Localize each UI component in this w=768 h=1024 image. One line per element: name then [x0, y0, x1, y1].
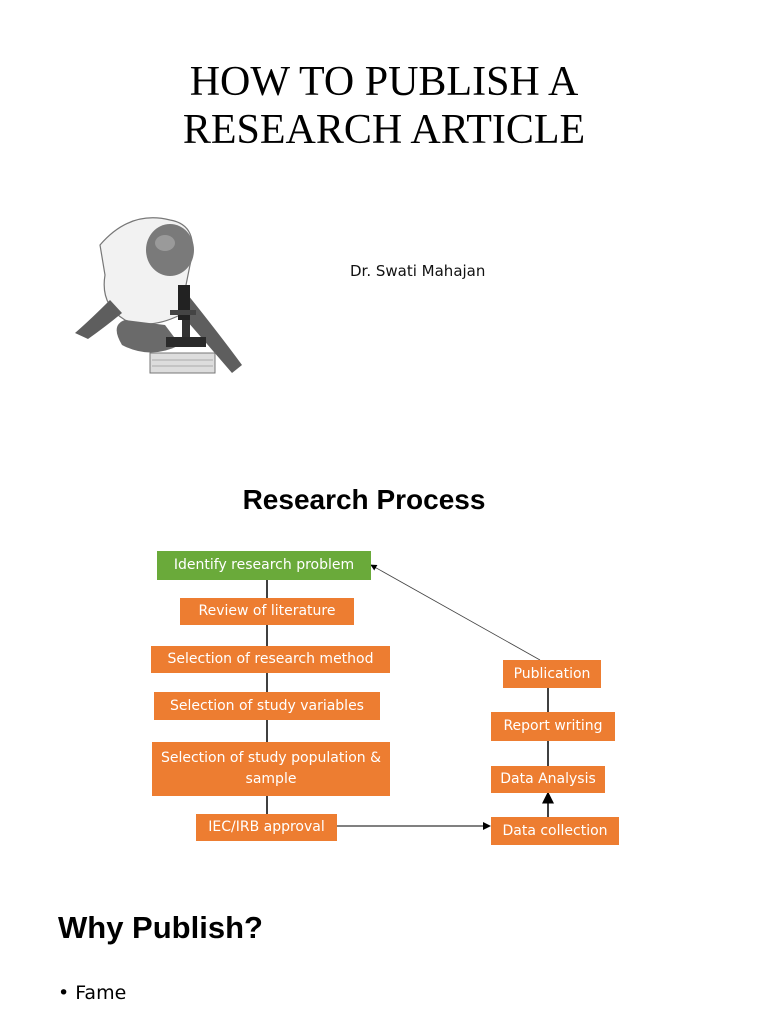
title-slide: HOW TO PUBLISH A RESEARCH ARTICLE Dr. Sw… — [0, 0, 768, 440]
step-iec-irb-approval: IEC/IRB approval — [196, 814, 337, 841]
step-data-collection: Data collection — [491, 817, 619, 845]
step-review-of-literature: Review of literature — [180, 598, 354, 625]
step-selection-research-method: Selection of research method — [151, 646, 390, 673]
slide-title: Research Process — [242, 484, 486, 515]
step-publication: Publication — [503, 660, 601, 688]
connector-publication-identify — [370, 564, 541, 661]
slide-title: HOW TO PUBLISH A RESEARCH ARTICLE — [0, 58, 768, 154]
step-data-analysis: Data Analysis — [491, 766, 605, 793]
step-identify-research-problem: Identify research problem — [157, 551, 371, 580]
scientist-microscope-illustration — [75, 217, 242, 374]
author-name: Dr. Swati Mahajan — [350, 262, 486, 280]
step-selection-study-variables: Selection of study variables — [154, 692, 380, 720]
title-line-1: HOW TO PUBLISH A — [189, 59, 579, 105]
bullet-text: Fame — [75, 982, 127, 1004]
research-process-slide: Research Process Identify research probl… — [0, 440, 768, 880]
step-selection-study-population: Selection of study population & sample — [152, 742, 390, 796]
step-report-writing: Report writing — [491, 712, 615, 741]
title-line-2: RESEARCH ARTICLE — [182, 107, 586, 153]
bullet-item: • Fame — [58, 982, 127, 1004]
why-publish-slide: Why Publish? • Fame — [0, 880, 768, 1024]
slide-title: Why Publish? — [58, 910, 263, 945]
flowchart-connectors — [266, 564, 554, 830]
